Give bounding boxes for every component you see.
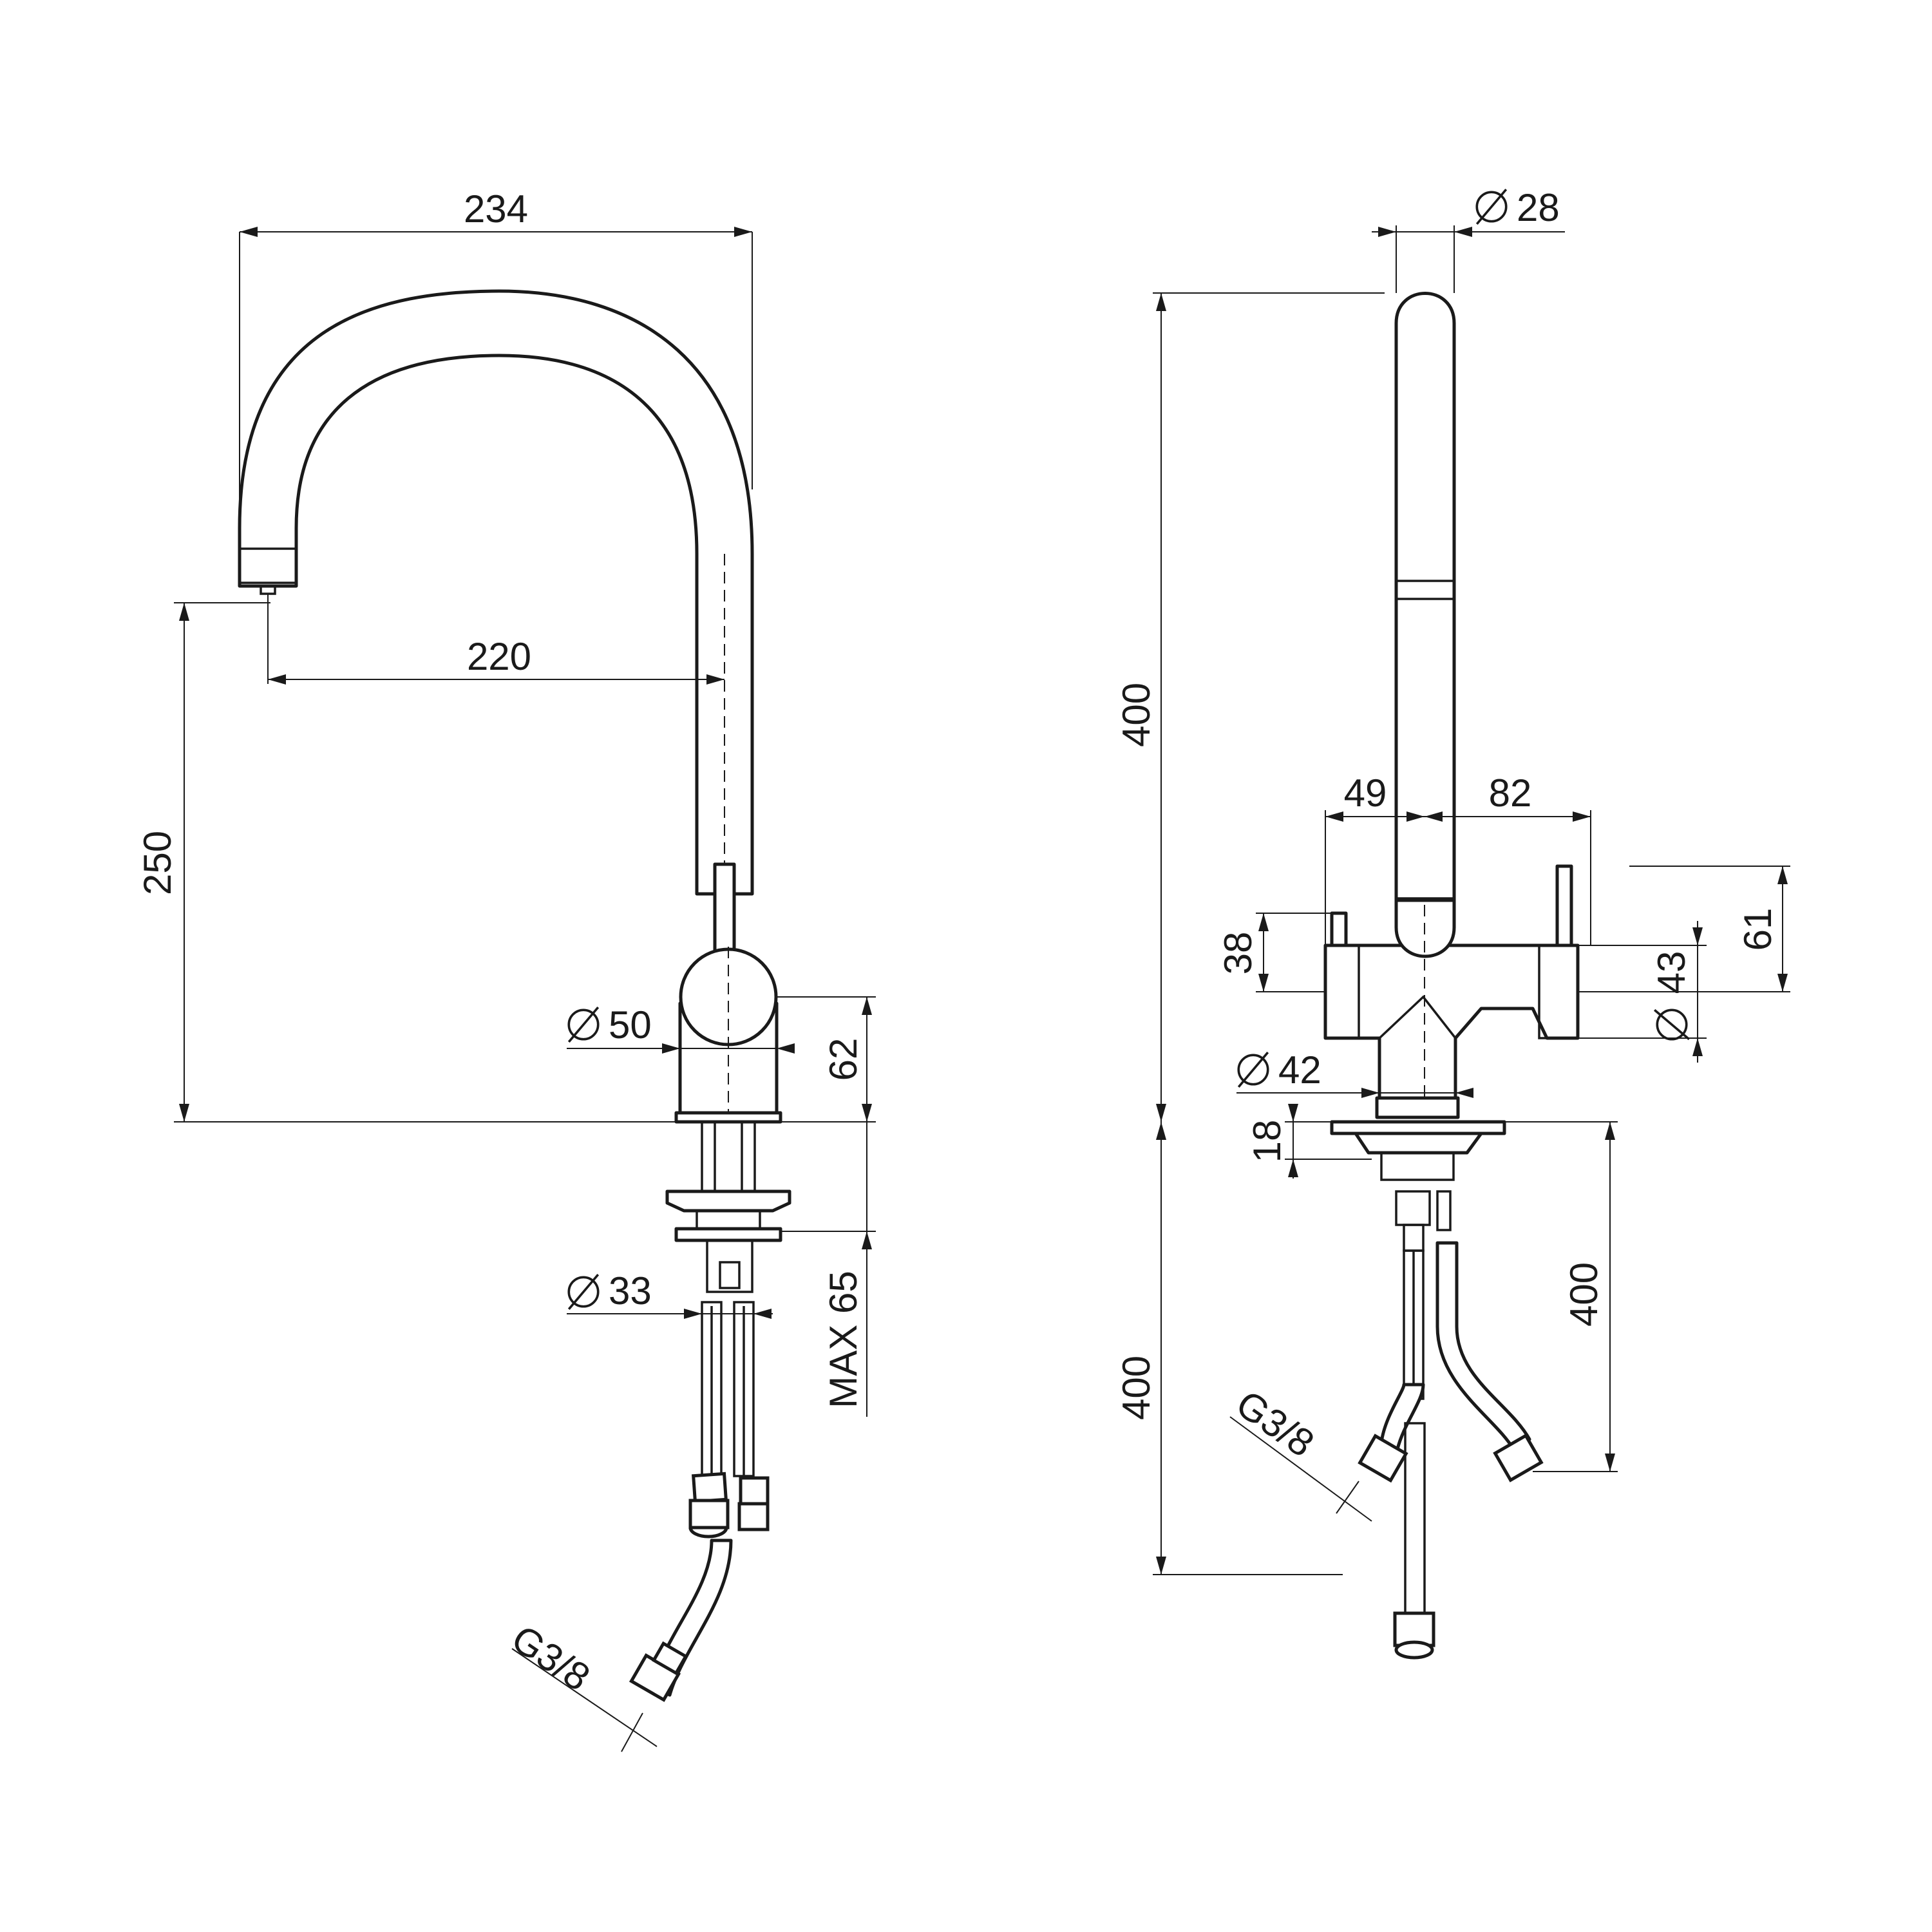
- dim-spout-width: 234: [464, 187, 528, 231]
- side-view: 234 220 250 50 62 MAX 65: [136, 187, 876, 1752]
- dim-spout-reach: 220: [467, 635, 531, 678]
- dim-deck-thickness: 18: [1245, 1120, 1289, 1163]
- dim-total-height: 400: [1115, 683, 1158, 747]
- dim-lever-height-left: 38: [1217, 932, 1260, 975]
- dim-lever-height-right: 61: [1736, 908, 1779, 951]
- dim-right-offset: 82: [1489, 772, 1532, 815]
- dim-handle-diameter: 43: [1650, 951, 1693, 994]
- dim-body-diameter: 50: [609, 1003, 652, 1046]
- dim-thread-side: G3/8: [504, 1616, 598, 1699]
- front-view: 28 400 49 82 38 61: [1115, 186, 1790, 1660]
- dim-base-diameter: 42: [1278, 1048, 1321, 1092]
- dim-left-offset: 49: [1344, 772, 1387, 815]
- mounting-plate: [665, 1189, 791, 1213]
- dim-hose-length-left: 400: [1115, 1356, 1158, 1420]
- dim-thread-front: G3/8: [1229, 1382, 1322, 1465]
- dim-shank-diameter: 33: [609, 1269, 652, 1312]
- dim-hose-length-right: 400: [1562, 1262, 1605, 1327]
- dim-spout-height: 250: [136, 831, 179, 895]
- spout-body: [238, 289, 754, 896]
- dim-body-height: 62: [822, 1038, 865, 1081]
- dim-spout-diameter: 28: [1517, 186, 1560, 229]
- dim-max-deck: MAX 65: [822, 1271, 865, 1408]
- spout-front: [1394, 292, 1456, 902]
